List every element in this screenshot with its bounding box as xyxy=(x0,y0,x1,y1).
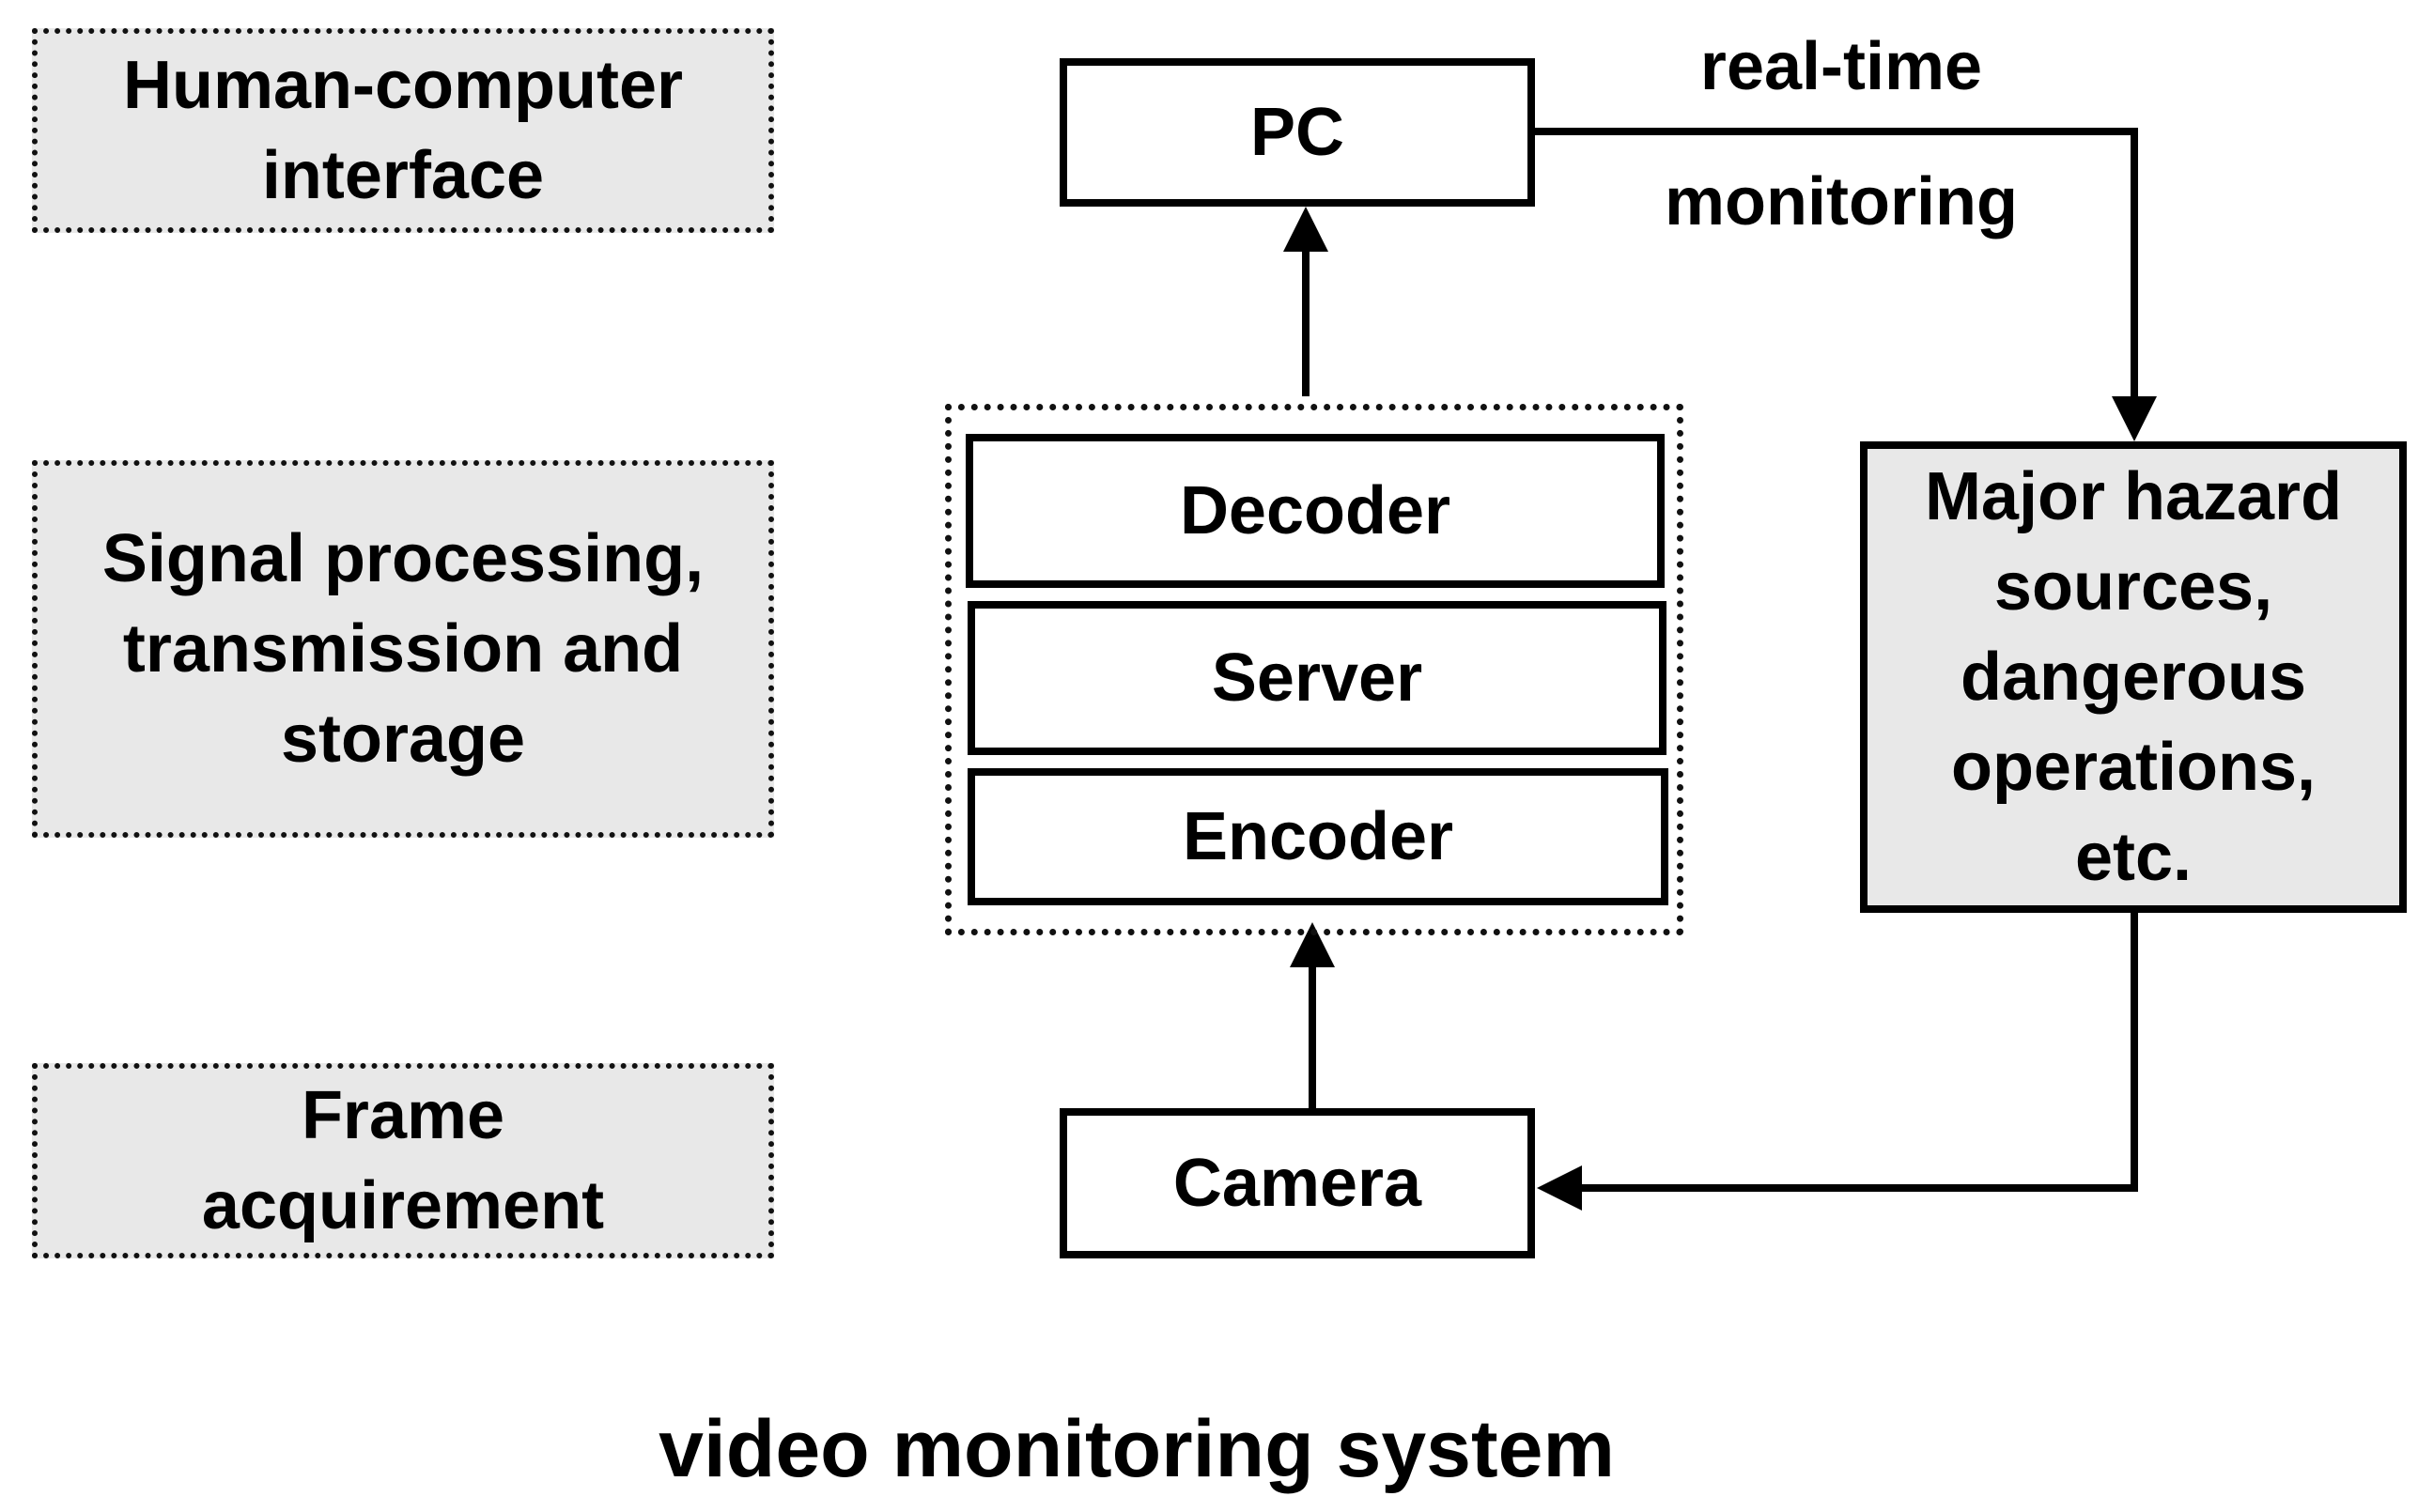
hazard-line-4: operations, xyxy=(1950,730,2317,805)
node-camera: Camera xyxy=(1060,1108,1535,1258)
layer-hci-line-1: Human-computer xyxy=(122,48,684,123)
layer-signal-line-1: Signal processing, xyxy=(101,521,705,596)
layer-signal-line-3: storage xyxy=(280,702,526,777)
node-decoder: Decoder xyxy=(966,434,1665,588)
arrow-pc-to-hazard xyxy=(1535,128,2157,441)
node-server-label: Server xyxy=(1211,640,1423,716)
edge-label-monitoring: monitoring xyxy=(1665,164,2018,239)
layer-frame-line-1: Frame xyxy=(301,1078,505,1153)
node-major-hazard-sources: Major hazard sources, dangerous operatio… xyxy=(1860,441,2407,913)
node-encoder: Encoder xyxy=(968,768,1668,905)
processing-stack-group xyxy=(945,404,1683,935)
arrow-hazard-to-camera xyxy=(1537,913,2138,1211)
node-camera-label: Camera xyxy=(1172,1146,1422,1221)
node-encoder-label: Encoder xyxy=(1182,799,1454,874)
node-pc-label: PC xyxy=(1249,95,1345,170)
hazard-line-3: dangerous xyxy=(1960,640,2307,715)
hazard-line-2: sources, xyxy=(1993,549,2273,625)
edge-label-real-time: real-time xyxy=(1699,29,1983,104)
layer-human-computer-interface: Human-computer interface xyxy=(32,28,774,233)
node-pc: PC xyxy=(1060,58,1535,207)
layer-signal-line-2: transmission and xyxy=(122,611,684,687)
node-decoder-label: Decoder xyxy=(1179,473,1451,548)
layer-frame-acquirement: Frame acquirement xyxy=(32,1063,774,1258)
hazard-line-5: etc. xyxy=(2074,820,2193,895)
layer-hci-line-2: interface xyxy=(261,138,545,213)
hazard-line-1: Major hazard xyxy=(1924,459,2343,534)
diagram-caption: video monitoring system xyxy=(659,1404,1615,1494)
layer-signal-processing: Signal processing, transmission and stor… xyxy=(32,460,774,838)
node-server: Server xyxy=(968,601,1666,755)
layer-frame-line-2: acquirement xyxy=(201,1168,605,1243)
